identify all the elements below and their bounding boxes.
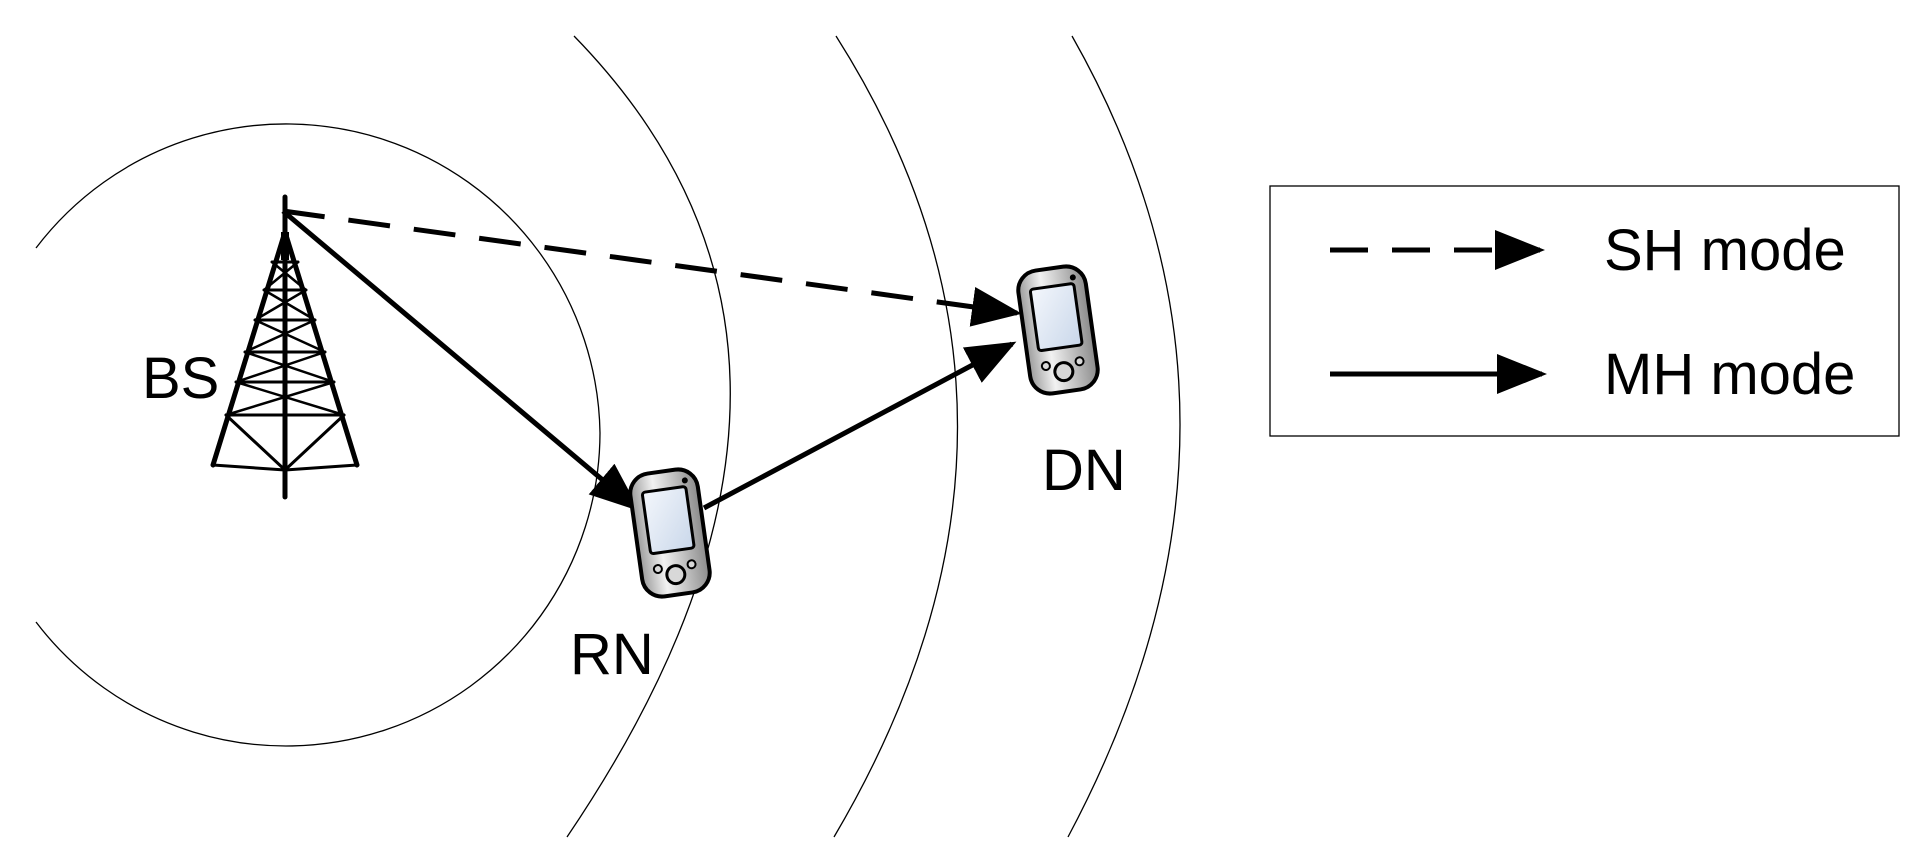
rn-label: RN [570, 622, 654, 687]
sh-link-bs-to-dn [282, 208, 1022, 327]
legend: SH mode MH mode [1269, 185, 1900, 437]
dn-label: DN [1042, 438, 1126, 503]
coverage-circle-inner [35, 123, 601, 747]
bs-label: BS [142, 346, 219, 411]
rn-device [628, 467, 712, 599]
coverage-arc-2 [566, 35, 731, 838]
cell-tower-icon [210, 194, 360, 500]
legend-box [1269, 185, 1900, 437]
dn-device [1016, 264, 1100, 396]
legend-mh-label: MH mode [1604, 342, 1855, 407]
mobile-device-icon [1016, 264, 1100, 396]
mh-link-bs-to-rn [281, 209, 640, 512]
mh-link-rn-to-dn [702, 341, 1017, 511]
mobile-device-icon [628, 467, 712, 599]
coverage-arc-4 [1067, 35, 1181, 838]
legend-sh-label: SH mode [1604, 218, 1846, 283]
coverage-arc-3 [833, 35, 959, 838]
